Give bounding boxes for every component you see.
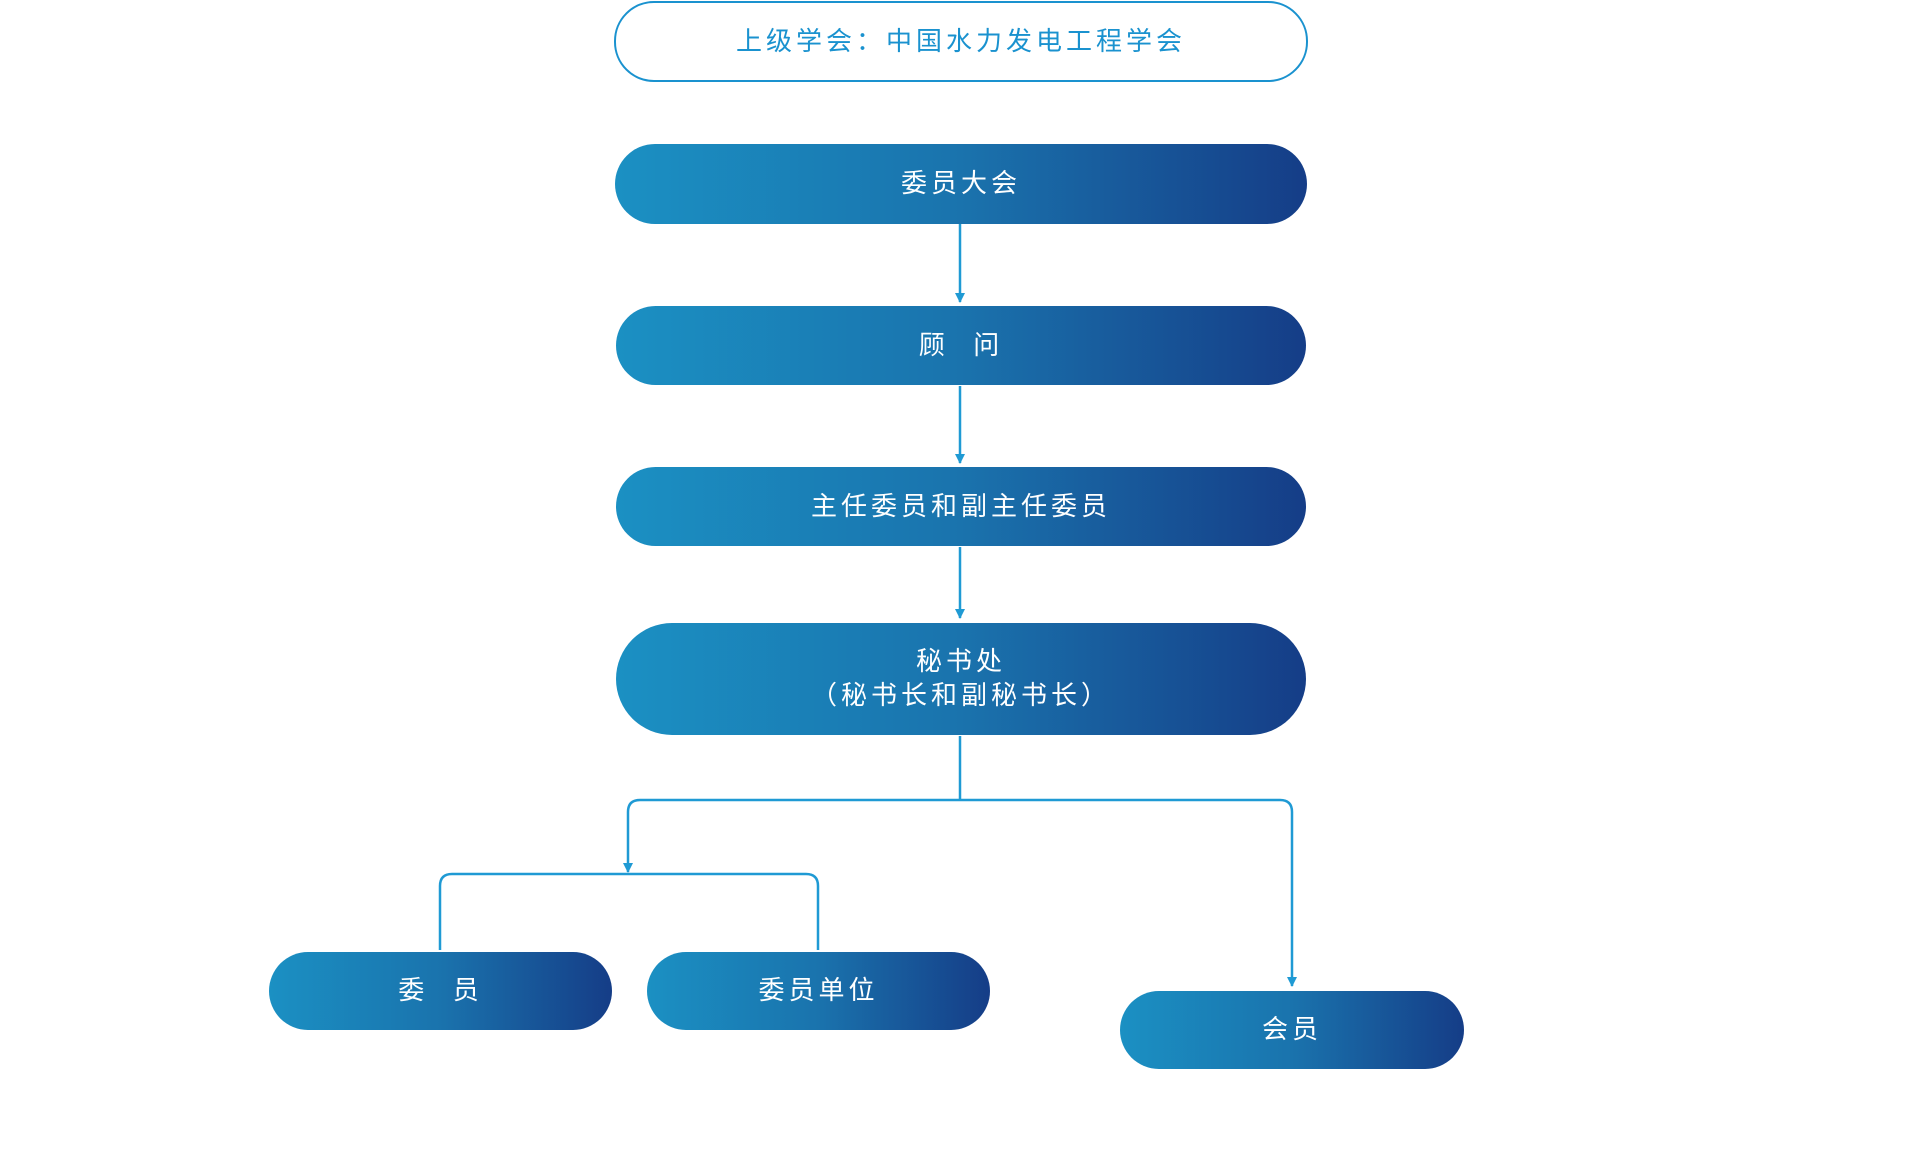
general-assembly-label: 委员大会 [900,169,1021,199]
secretariat-label-line2: （秘书长和副秘书长） [810,681,1111,711]
arrow-secretariat-to-members [960,798,1297,987]
member-units-label: 委员单位 [758,976,879,1006]
members-box: 会员 [1120,991,1464,1069]
parent-society-box: 上级学会：中国水力发电工程学会 [614,1,1308,82]
parent-society-label: 上级学会：中国水力发电工程学会 [735,26,1186,57]
general-assembly-box: 委员大会 [615,144,1307,224]
bracket-committee-group [438,872,820,950]
directors-label: 主任委员和副主任委员 [810,491,1111,522]
advisors-box: 顾 问 [616,306,1306,385]
advisors-label: 顾 问 [918,330,1004,361]
secretariat-label-line1: 秘书处 [915,647,1006,677]
directors-box: 主任委员和副主任委员 [616,467,1306,546]
committee-members-label: 委 员 [398,976,483,1006]
secretariat-box: 秘书处 （秘书长和副秘书长） [616,623,1306,735]
committee-members-box: 委 员 [269,952,612,1030]
arrow-secretariat-to-committee-group [623,798,960,873]
members-label: 会员 [1261,1015,1322,1045]
member-units-box: 委员单位 [647,952,990,1030]
